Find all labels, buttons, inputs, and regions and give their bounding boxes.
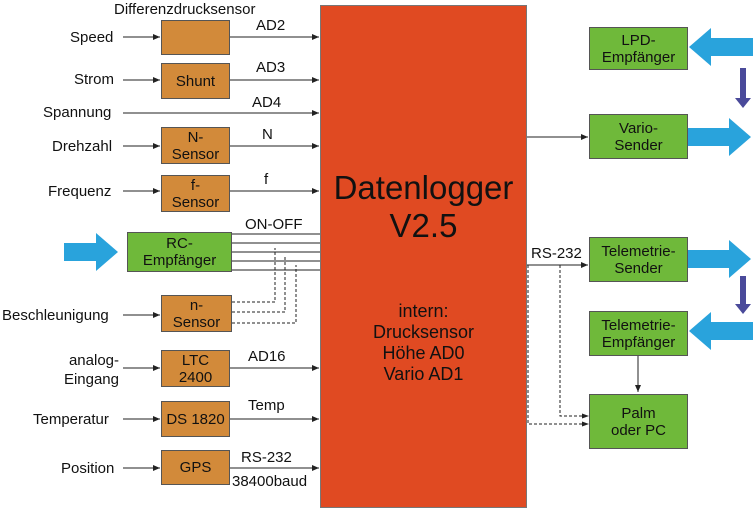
signal-baud-label: 38400baud	[232, 473, 308, 490]
signal-ad2-label: AD2	[256, 17, 286, 34]
ds1820-box: DS 1820	[161, 401, 230, 437]
lpd-down-arrow	[735, 68, 751, 108]
differenzdruck-caption: Differenzdrucksensor	[114, 1, 256, 18]
palm-pc-box: Palm oder PC	[589, 394, 688, 449]
vario-sender-box: Vario- Sender	[589, 114, 688, 159]
accel-dash-3	[232, 265, 297, 324]
lpd-wireless-arrow	[689, 28, 753, 66]
telemetrie-wireless-arrow	[688, 240, 751, 278]
rc-wireless-arrow	[64, 233, 118, 271]
shunt-box: Shunt	[161, 63, 230, 99]
signal-ad16-label: AD16	[248, 348, 286, 365]
logger-title-line1: Datenlogger	[333, 169, 514, 206]
signal-temp-label: Temp	[248, 397, 285, 414]
gps-box: GPS	[161, 450, 230, 485]
input-analog-label: analog- Eingang	[63, 352, 119, 388]
rc-empfaenger-box: RC- Empfänger	[127, 232, 232, 272]
rs232-to-palm-dash-1	[527, 265, 589, 427]
telemetrie-empfang-arrow	[689, 312, 753, 350]
input-strom-label: Strom	[74, 71, 115, 88]
lpd-empfaenger-box: LPD- Empfänger	[589, 27, 688, 70]
accel-dash-2	[232, 257, 286, 313]
input-speed-label: Speed	[70, 29, 114, 46]
signal-ad4-label: AD4	[252, 94, 282, 111]
input-frequenz-label: Frequenz	[48, 183, 112, 200]
input-temperatur-label: Temperatur	[33, 411, 109, 428]
differenzdruck-box	[161, 20, 230, 55]
input-spannung-label: Spannung	[43, 104, 112, 121]
n-sensor-box: N- Sensor	[161, 127, 230, 164]
logger-title-line2: V2.5	[389, 207, 458, 244]
signal-f-label: f	[264, 171, 269, 188]
telemetrie-sender-box: Telemetrie- Sender	[589, 237, 688, 282]
input-drehzahl-label: Drehzahl	[52, 138, 113, 155]
input-beschleunigung-label: Beschleunigung	[2, 307, 109, 324]
n-sensor-accel-box: n- Sensor	[161, 295, 232, 332]
signal-rs232-in-label: RS-232	[241, 449, 292, 466]
telemetrie-empfaenger-box: Telemetrie- Empfänger	[589, 311, 688, 356]
accel-dash-1	[232, 248, 276, 303]
signal-n-label: N	[262, 126, 273, 143]
signal-ad3-label: AD3	[256, 59, 286, 76]
signal-rs232-out-label: RS-232	[531, 245, 582, 262]
rs232-to-palm-dash-2	[559, 265, 589, 419]
logger-intern-text: intern: Drucksensor Höhe AD0 Vario AD1	[372, 301, 475, 384]
vario-wireless-arrow	[688, 118, 751, 156]
telemetrie-down-arrow	[735, 276, 751, 314]
datenlogger-block: Datenlogger V2.5 intern: Drucksensor Höh…	[320, 5, 527, 508]
input-position-label: Position	[61, 460, 115, 477]
ltc-box: LTC 2400	[161, 350, 230, 387]
f-sensor-box: f- Sensor	[161, 175, 230, 212]
signal-on-off-label: ON-OFF	[245, 216, 303, 233]
